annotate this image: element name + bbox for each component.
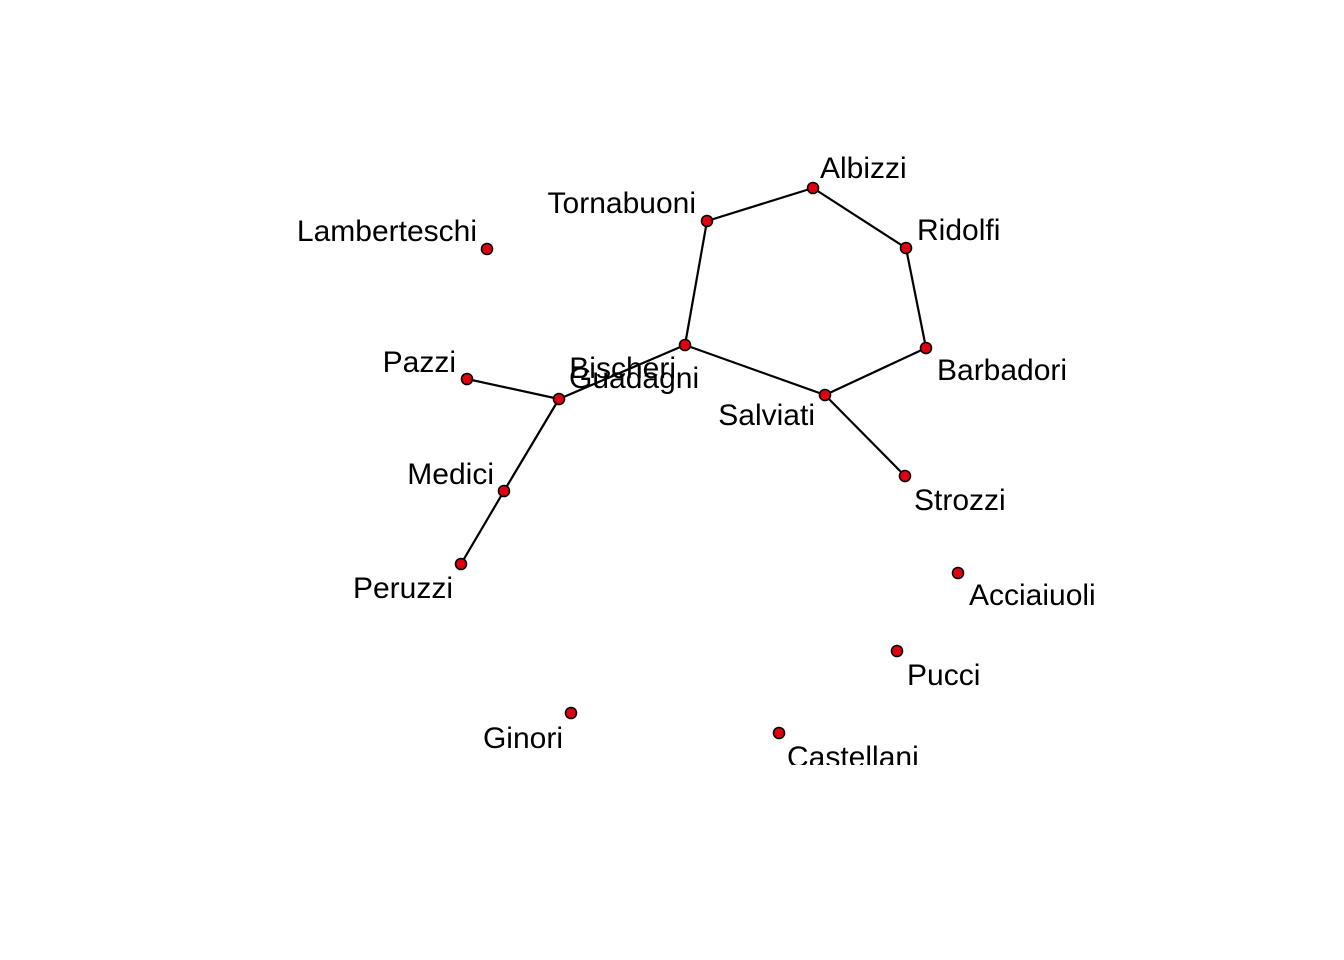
node-acciaiuoli — [951, 566, 965, 580]
node-label-pucci: Pucci — [907, 659, 980, 692]
node-label-bischeri: Bischeri — [569, 352, 676, 385]
node-label-albizzi: Albizzi — [820, 152, 907, 185]
edge-salviati-strozzi — [824, 394, 906, 477]
edge-bischeri-guadagni — [558, 343, 686, 401]
edge-tornabuoni-albizzi — [706, 186, 814, 223]
node-ginori — [564, 706, 578, 720]
node-label-acciaiuoli: Acciaiuoli — [969, 579, 1096, 612]
node-castellani — [772, 726, 786, 740]
node-pazzi — [460, 372, 474, 386]
node-medici — [497, 484, 511, 498]
node-tornabuoni — [700, 214, 714, 228]
edge-ridolfi-barbadori — [904, 247, 928, 349]
edge-albizzi-ridolfi — [812, 187, 907, 249]
node-pucci — [890, 644, 904, 658]
node-peruzzi — [454, 557, 468, 571]
nodes-layer — [454, 181, 965, 740]
node-label-guadagni: Guadagni — [569, 362, 699, 395]
node-label-tornabuoni: Tornabuoni — [548, 187, 696, 220]
edge-tornabuoni-bischeri — [683, 220, 709, 346]
node-label-ridolfi: Ridolfi — [917, 214, 1000, 247]
node-strozzi — [898, 469, 912, 483]
node-label-lamberteschi: Lamberteschi — [297, 215, 477, 248]
edge-medici-peruzzi — [460, 490, 505, 565]
node-ridolfi — [899, 241, 913, 255]
edge-guadagni-medici — [503, 398, 560, 492]
node-label-pazzi: Pazzi — [383, 346, 456, 379]
node-label-strozzi: Strozzi — [914, 484, 1006, 517]
node-label-ginori: Ginori — [483, 722, 563, 755]
node-guadagni — [552, 392, 566, 406]
node-salviati — [818, 388, 832, 402]
edge-barbadori-salviati — [824, 347, 927, 396]
node-label-barbadori: Barbadori — [937, 354, 1067, 387]
edge-bischeri-salviati — [684, 343, 826, 397]
node-lamberteschi — [480, 242, 494, 256]
node-label-medici: Medici — [407, 458, 494, 491]
node-label-salviati: Salviati — [718, 399, 815, 432]
node-label-castellani: Castellani — [787, 741, 919, 774]
node-barbadori — [919, 341, 933, 355]
node-label-peruzzi: Peruzzi — [353, 572, 453, 605]
edges-layer — [460, 186, 928, 565]
node-bischeri — [678, 338, 692, 352]
node-albizzi — [806, 181, 820, 195]
edge-pazzi-guadagni — [466, 377, 560, 401]
